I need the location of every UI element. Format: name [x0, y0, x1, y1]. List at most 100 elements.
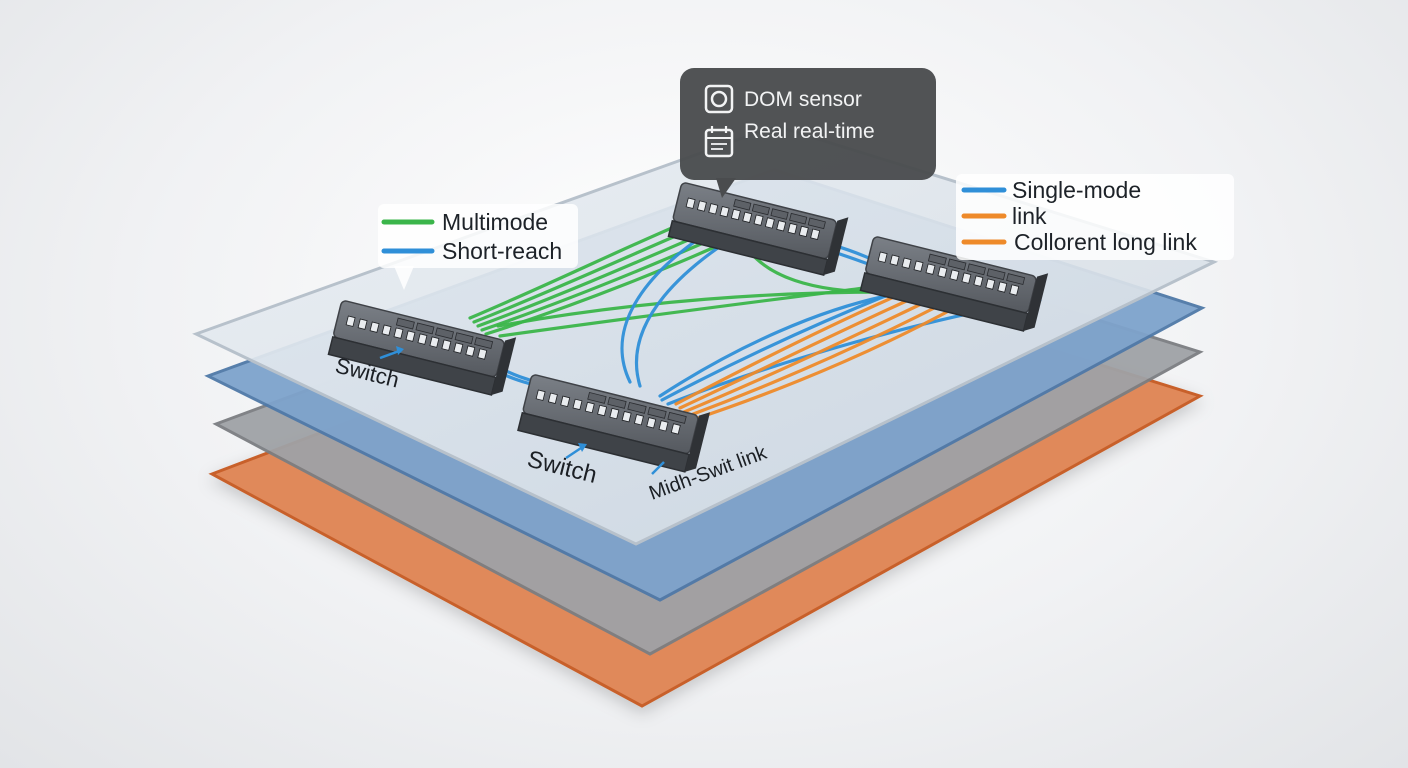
switch-module-slot — [435, 327, 454, 340]
switch-module-slot — [947, 258, 967, 271]
calendar-clock-icon — [704, 126, 734, 158]
switch-port[interactable] — [742, 211, 753, 224]
switch-port[interactable] — [901, 257, 912, 269]
switch-module-slot — [395, 317, 415, 330]
legend-multimode-label: Multimode — [442, 209, 548, 235]
switch-module-slot — [647, 406, 667, 419]
midh-link-arrow — [651, 461, 665, 475]
switch-port[interactable] — [670, 423, 681, 435]
dom-sensor-tooltip: DOM sensor Real real-time — [680, 68, 936, 198]
switch-port[interactable] — [1009, 284, 1020, 296]
switch-port[interactable] — [925, 263, 936, 275]
switch-port[interactable] — [441, 339, 452, 351]
switch-port[interactable] — [877, 251, 888, 263]
coherent-long-fiber — [686, 300, 948, 418]
legend-left: Multimode Short-reach — [378, 204, 578, 290]
coherent-long-fiber — [678, 292, 924, 410]
switch-port[interactable] — [889, 254, 900, 266]
multimode-fiber — [496, 290, 888, 328]
coherent-long-fiber — [682, 296, 936, 414]
switch-module-slot — [927, 253, 947, 266]
switch-module-slot — [454, 332, 474, 345]
switch-port[interactable] — [937, 266, 948, 278]
tooltip-item-1: DOM sensor — [744, 88, 862, 111]
switch-port[interactable] — [685, 197, 696, 209]
switch-center[interactable] — [517, 368, 711, 474]
switch-port[interactable] — [997, 281, 1008, 293]
switch-module-slot — [587, 391, 607, 404]
switch-module-slot — [770, 208, 789, 220]
switch-module-slot — [751, 203, 771, 216]
switch-port[interactable] — [719, 205, 730, 218]
switch-port[interactable] — [560, 395, 571, 408]
switch-port[interactable] — [776, 220, 787, 232]
switch-port[interactable] — [753, 214, 764, 226]
switch-port[interactable] — [658, 420, 669, 432]
switch-module-slot — [789, 212, 808, 225]
switch-port[interactable] — [949, 269, 960, 281]
switch-port[interactable] — [730, 208, 741, 221]
switch-chassis-side — [684, 412, 711, 472]
switch-port[interactable] — [973, 275, 984, 287]
fiber-links — [468, 212, 1042, 422]
switch-port[interactable] — [429, 336, 440, 348]
switch-center-arrowhead — [578, 443, 587, 452]
switch-port[interactable] — [708, 203, 719, 215]
switch-top[interactable] — [667, 176, 849, 277]
legend-right: Single-mode link Collorent long link — [956, 174, 1234, 260]
switch-port[interactable] — [369, 321, 380, 333]
switch-port[interactable] — [393, 327, 404, 339]
switch-module-slot — [807, 217, 826, 230]
switch-module-slot — [986, 268, 1006, 281]
tooltip-pointer — [716, 178, 736, 198]
switch-port[interactable] — [787, 222, 798, 235]
switch-port[interactable] — [381, 324, 392, 336]
coherent-long-fiber — [690, 304, 960, 422]
switch-port[interactable] — [646, 417, 657, 429]
switch-port[interactable] — [633, 414, 644, 426]
switch-port[interactable] — [477, 348, 488, 360]
switch-port[interactable] — [609, 407, 620, 420]
switch-port[interactable] — [345, 315, 356, 327]
switch-port[interactable] — [465, 345, 476, 357]
switch-port[interactable] — [621, 410, 632, 423]
switch-module-slot — [474, 337, 494, 349]
switch-port[interactable] — [584, 401, 595, 414]
legend-left-pointer — [394, 266, 414, 290]
legend-coherent-label: Collorent long link — [1014, 229, 1197, 255]
switch-module-slot — [967, 263, 986, 276]
switch-port[interactable] — [810, 228, 821, 240]
switch-module-slot — [733, 198, 752, 211]
switch-port[interactable] — [405, 330, 416, 342]
switch-left-arrowhead — [396, 346, 404, 355]
switch-port[interactable] — [913, 260, 924, 272]
switch-port[interactable] — [535, 389, 546, 401]
switch-port[interactable] — [985, 278, 996, 290]
switch-port[interactable] — [547, 392, 558, 404]
single-mode-fiber — [658, 294, 888, 398]
switch-right[interactable] — [859, 230, 1049, 333]
switch-port[interactable] — [961, 272, 972, 284]
switch-module-slot — [607, 396, 627, 409]
legend-link-label: link — [1012, 203, 1047, 229]
legend-short-reach-label: Short-reach — [442, 238, 562, 264]
coherent-long-fiber — [674, 288, 912, 406]
switch-port[interactable] — [572, 398, 583, 411]
switch-chassis-side — [1023, 273, 1049, 331]
switch-module-slot — [627, 401, 647, 414]
switch-port[interactable] — [696, 200, 707, 212]
switch-port[interactable] — [417, 333, 428, 345]
switch-chassis-front — [327, 335, 497, 396]
switch-port[interactable] — [764, 217, 775, 229]
tooltip-box — [680, 68, 936, 180]
switch-port[interactable] — [453, 342, 464, 354]
switch-left[interactable] — [327, 294, 517, 397]
switch-port[interactable] — [597, 404, 608, 417]
tooltip-item-2: Real real-time — [744, 120, 875, 143]
switch-module-slot — [1006, 273, 1026, 285]
switch-module-slot — [667, 411, 687, 424]
switch-port[interactable] — [357, 318, 368, 330]
legend-single-mode-label: Single-mode — [1012, 177, 1141, 203]
switch-port[interactable] — [798, 225, 809, 238]
